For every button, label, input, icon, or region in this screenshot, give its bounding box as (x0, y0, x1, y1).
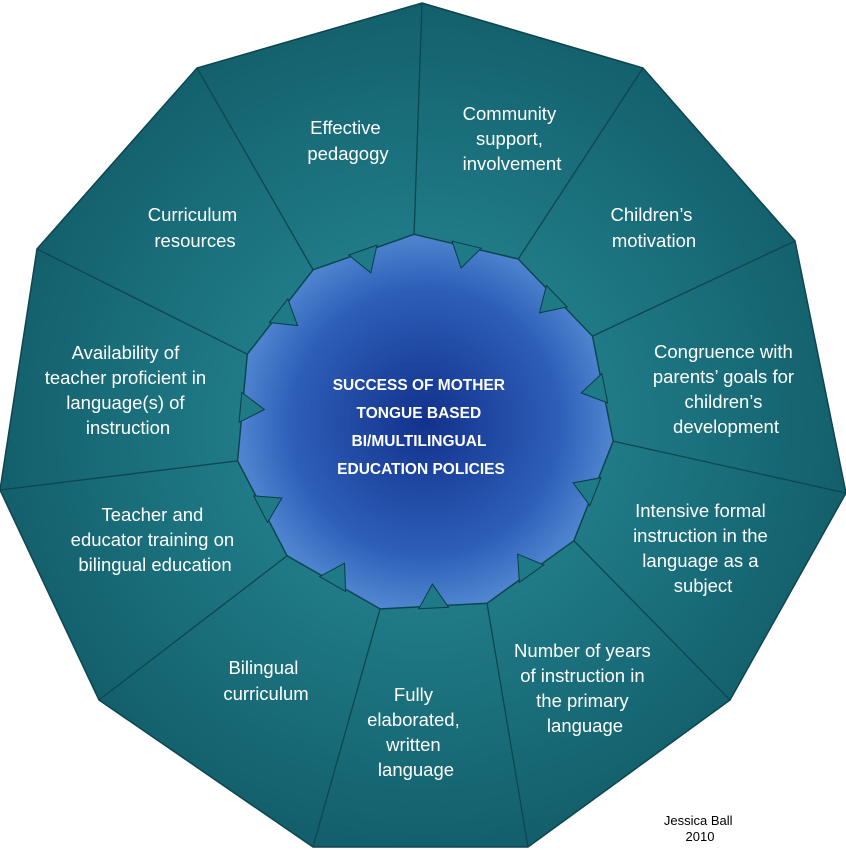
segment-labels: Effective pedagogy Community support, in… (45, 103, 799, 780)
arrow-marker (538, 284, 569, 314)
label-line: instruction in the (633, 525, 768, 546)
label-line: elaborated, (367, 709, 460, 730)
label-line: motivation (612, 230, 696, 251)
label-line: involvement (463, 153, 562, 174)
center-title-line: EDUCATION POLICIES (337, 461, 505, 478)
label-line: Curriculum (148, 204, 237, 225)
label-line: Availability of (72, 342, 180, 363)
segment-divider (98, 555, 288, 701)
segment-divider (573, 540, 731, 701)
label-line: development (673, 416, 779, 437)
segment-label-bilingual-curriculum: Bilingual curriculum (223, 657, 308, 704)
arrow-marker (347, 244, 378, 274)
label-line: Congruence with (654, 341, 793, 362)
label-line: pedagogy (307, 143, 389, 164)
segment-label-curriculum-resources: Curriculum resources (148, 204, 243, 251)
label-line: Teacher and (102, 504, 204, 525)
label-line: support, (476, 128, 543, 149)
segment-label-years-of-instruction: Number of years of instruction in the pr… (514, 640, 656, 736)
arrow-marker (268, 297, 299, 327)
label-line: resources (154, 230, 235, 251)
author-name: Jessica Ball (664, 813, 733, 828)
arrow-marker (580, 372, 609, 404)
segment-divider (413, 2, 423, 235)
arrow-marker (318, 562, 347, 593)
label-line: educator training on (71, 529, 235, 550)
segment-divider (613, 440, 846, 494)
label-line: language(s) of (66, 392, 185, 413)
segment-divider (36, 248, 248, 355)
label-line: of instruction in (520, 665, 644, 686)
segment-label-effective-pedagogy: Effective pedagogy (307, 117, 389, 164)
segment-divider (196, 67, 314, 271)
label-line: children’s (685, 391, 763, 412)
label-line: bilingual education (78, 554, 231, 575)
center-title: SUCCESS OF MOTHER TONGUE BASED BI/MULTIL… (333, 377, 510, 478)
author-credit: Jessica Ball 2010 (664, 813, 736, 844)
label-line: Effective (310, 117, 381, 138)
label-line: Intensive formal (635, 500, 766, 521)
arrow-marker (572, 477, 602, 507)
arrow-marker (517, 553, 545, 584)
arrow-marker (238, 391, 266, 424)
segment-divider (0, 460, 238, 491)
center-title-line: TONGUE BASED (357, 405, 482, 422)
segment-label-community-support: Community support, involvement (463, 103, 562, 174)
label-line: teacher proficient in (45, 367, 206, 388)
label-line: instruction (86, 417, 170, 438)
label-line: the primary (536, 690, 629, 711)
segment-divider (486, 603, 529, 848)
segment-divider (517, 67, 644, 260)
segment-divider (312, 608, 381, 848)
label-line: Fully (394, 684, 434, 705)
segment-label-teacher-training: Teacher and educator training on bilingu… (71, 504, 240, 575)
segment-label-congruence-parents-goals: Congruence with parents’ goals for child… (653, 341, 799, 437)
label-line: language as a (642, 550, 759, 571)
label-line: Children’s (610, 204, 692, 225)
label-line: language (378, 759, 454, 780)
segment-label-written-language: Fully elaborated, written language (367, 684, 465, 780)
label-line: Bilingual (228, 657, 298, 678)
segment-label-childrens-motivation: Children’s motivation (610, 204, 697, 251)
arrow-marker (417, 583, 450, 610)
segment-label-teacher-availability: Availability of teacher proficient in la… (45, 342, 212, 438)
label-line: Number of years (514, 640, 651, 661)
label-line: parents’ goals for (653, 366, 794, 387)
arrow-marker (252, 495, 283, 524)
segment-label-intensive-formal-instruction: Intensive formal instruction in the lang… (633, 500, 773, 596)
label-line: curriculum (223, 683, 308, 704)
arrow-markers (238, 240, 609, 610)
label-line: language (547, 715, 623, 736)
author-year: 2010 (686, 829, 715, 844)
center-title-line: SUCCESS OF MOTHER (333, 377, 505, 394)
label-line: subject (674, 575, 733, 596)
center-title-line: BI/MULTILINGUAL (352, 433, 487, 450)
arrow-marker (451, 240, 483, 269)
label-line: Community (463, 103, 557, 124)
segment-divider (592, 240, 796, 337)
label-line: written (385, 734, 441, 755)
